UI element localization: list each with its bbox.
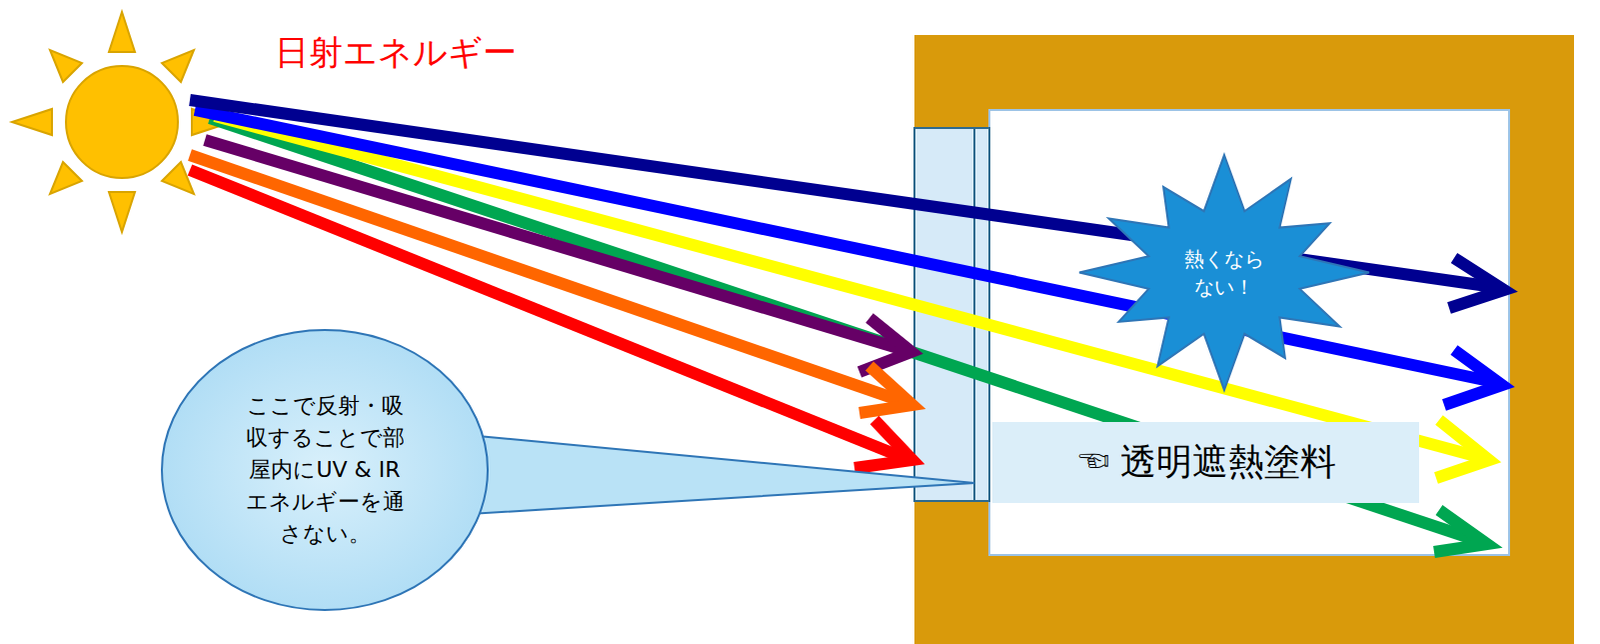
callout-ellipse — [161, 329, 488, 610]
building-wall — [914, 34, 1575, 644]
sun-ray — [49, 49, 82, 82]
coating-layer — [974, 127, 990, 501]
callout-bubble: ここで反射・吸 収することで部 屋内にUV & IR エネルギーを通 さない。 — [159, 327, 490, 612]
room-interior — [989, 109, 1510, 555]
sun-ray — [161, 49, 194, 82]
sun-ray — [11, 108, 52, 135]
sun-disc — [65, 65, 178, 178]
starburst-shape-outline — [1079, 154, 1370, 390]
sun-ray — [108, 11, 135, 52]
title-label: 日射エネルギー — [274, 29, 517, 76]
starburst-polygon — [1079, 154, 1370, 390]
sun-ray — [49, 161, 82, 194]
node-text: ここで反射・吸 収することで部 屋内にUV & IR エネルギーを通 さない。 — [217, 389, 433, 549]
sun-ray — [108, 191, 135, 232]
callout-pointer — [469, 435, 975, 514]
node-text: 熱くなら ない！ — [1169, 244, 1280, 301]
sun-symbol — [11, 11, 232, 232]
sun-ray — [161, 161, 194, 194]
node-text: ☜ 透明遮熱塗料 — [1001, 440, 1412, 484]
label-box: ☜ 透明遮熱塗料 — [992, 421, 1420, 503]
starburst-shape: 熱くなら ない！ — [1079, 154, 1370, 390]
